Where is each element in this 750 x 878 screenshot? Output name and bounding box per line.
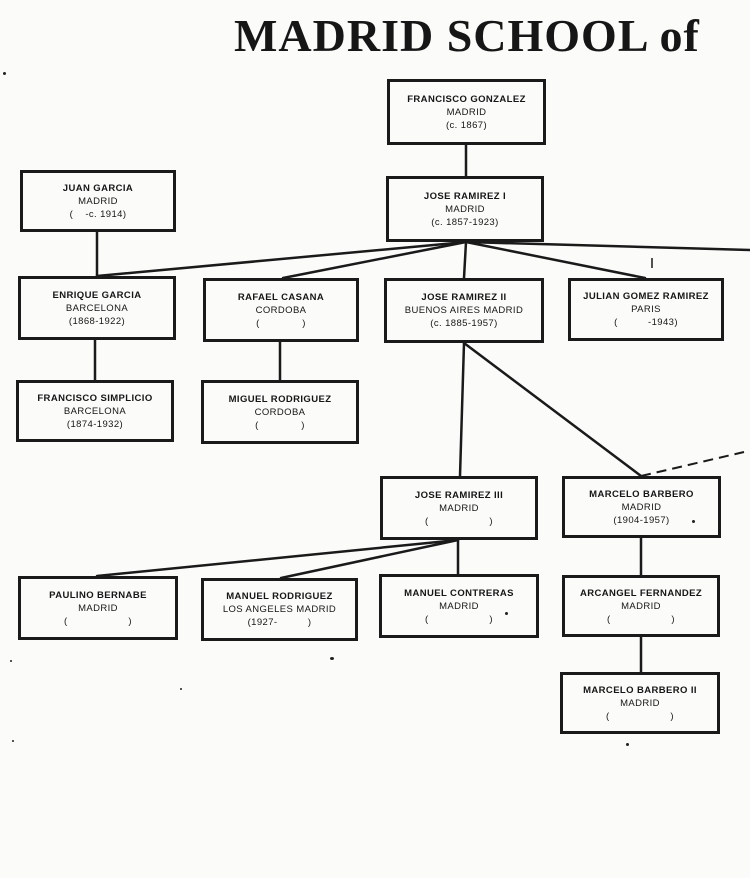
node-marcelo-barbero-2: MARCELO BARBERO II MADRID ( ) [560, 672, 720, 734]
node-dates: (1874-1932) [66, 418, 124, 430]
node-name: JOSE RAMIREZ I [423, 190, 507, 202]
node-dates: (1904-1957) [613, 514, 670, 526]
node-rafael-casana: RAFAEL CASANA CORDOBA ( ) [203, 278, 359, 342]
edge-ramirez2-barbero [462, 341, 643, 478]
node-place: CORDOBA [255, 304, 307, 316]
node-place: MADRID [445, 203, 485, 215]
node-place: MADRID [78, 602, 118, 614]
node-dates: (c. 1885-1957) [430, 318, 498, 329]
node-dates: ( ) [255, 419, 305, 431]
node-dates: ( ) [606, 710, 674, 722]
scan-speck [10, 660, 12, 662]
node-name: PAULINO BERNABE [49, 589, 147, 601]
node-dates: ( ) [425, 613, 493, 625]
scan-speck [330, 657, 334, 660]
edge-ramirez1-ramirez2 [462, 240, 468, 280]
node-dates: (c. 1857-1923) [431, 216, 499, 228]
node-dates: ( ) [607, 613, 675, 625]
node-marcelo-barbero: MARCELO BARBERO MADRID (1904-1957) [562, 476, 721, 538]
node-place: LOS ANGELES MADRID [222, 604, 337, 615]
node-place: MADRID [439, 600, 479, 612]
node-jose-ramirez-1: JOSE RAMIREZ I MADRID (c. 1857-1923) [386, 176, 544, 242]
node-place: MADRID [621, 501, 662, 513]
scan-speck [180, 688, 182, 690]
scan-speck [692, 520, 695, 523]
diagram-title: MADRID SCHOOL of [234, 10, 700, 61]
node-name: ARCANGEL FERNANDEZ [579, 587, 703, 599]
node-name: MARCELO BARBERO [589, 488, 694, 500]
node-manuel-contreras: MANUEL CONTRERAS MADRID ( ) [379, 574, 539, 638]
node-dates: (1868-1922) [68, 315, 126, 327]
node-dates: ( -1943) [614, 317, 678, 328]
node-jose-ramirez-3: JOSE RAMIREZ III MADRID ( ) [380, 476, 538, 540]
node-enrique-garcia: ENRIQUE GARCIA BARCELONA (1868-1922) [18, 276, 176, 340]
node-dates: ( ) [256, 317, 306, 329]
node-name: JOSE RAMIREZ II [421, 292, 507, 303]
edge-ramirez1-offpage [464, 240, 750, 252]
node-name: MANUEL CONTRERAS [404, 587, 514, 599]
node-name: RAFAEL CASANA [237, 291, 325, 303]
node-dates: (c. 1867) [445, 119, 488, 131]
node-juan-garcia: JUAN GARCIA MADRID ( -c. 1914) [20, 170, 176, 232]
scan-speck [505, 612, 508, 615]
node-name: FRANCISCO SIMPLICIO [37, 392, 153, 404]
node-julian-gomez-ramirez: JULIAN GOMEZ RAMIREZ PARIS ( -1943) [568, 278, 724, 341]
node-name: MIGUEL RODRIGUEZ [228, 393, 332, 405]
edge-ramirez1-enrique [95, 240, 468, 278]
node-dates: ( ) [64, 615, 132, 627]
node-name: MARCELO BARBERO II [583, 684, 697, 696]
node-place: MADRID [621, 600, 661, 612]
node-dates: (1927- ) [247, 617, 312, 628]
node-name: JOSE RAMIREZ III [414, 489, 504, 501]
node-francisco-simplicio: FRANCISCO SIMPLICIO BARCELONA (1874-1932… [16, 380, 174, 442]
node-jose-ramirez-2: JOSE RAMIREZ II BUENOS AIRES MADRID (c. … [384, 278, 544, 343]
node-place: CORDOBA [254, 406, 306, 418]
node-place: PARIS [631, 304, 661, 315]
edge-ramirez3-bernabe [95, 538, 460, 578]
node-francisco-gonzalez: FRANCISCO GONZALEZ MADRID (c. 1867) [387, 79, 546, 145]
scan-speck [3, 72, 6, 75]
edge-ramirez1-casana [281, 240, 468, 280]
scan-speck [12, 740, 14, 742]
node-name: JULIAN GOMEZ RAMIREZ [583, 291, 709, 302]
edge-ramirez2-ramirez3 [458, 341, 466, 478]
node-place: MADRID [620, 697, 660, 709]
edge-ramirez3-manuelrodriguez [279, 538, 460, 580]
edge-ramirez1-gomez [464, 240, 647, 280]
node-place: MADRID [446, 106, 487, 118]
scan-speck [626, 743, 629, 746]
node-place: BARCELONA [65, 302, 129, 314]
node-paulino-bernabe: PAULINO BERNABE MADRID ( ) [18, 576, 178, 640]
node-place: BARCELONA [63, 405, 127, 417]
node-place: BUENOS AIRES MADRID [404, 305, 524, 316]
node-dates: ( ) [425, 515, 493, 527]
node-name: FRANCISCO GONZALEZ [407, 93, 526, 105]
edge-barbero-offpage [640, 451, 745, 477]
node-manuel-rodriguez: MANUEL RODRIGUEZ LOS ANGELES MADRID (192… [201, 578, 358, 641]
node-arcangel-fernandez: ARCANGEL FERNANDEZ MADRID ( ) [562, 575, 720, 637]
node-dates: ( -c. 1914) [69, 208, 127, 220]
node-name: JUAN GARCIA [62, 182, 134, 194]
node-miguel-rodriguez: MIGUEL RODRIGUEZ CORDOBA ( ) [201, 380, 359, 444]
node-name: ENRIQUE GARCIA [52, 289, 142, 301]
node-name: MANUEL RODRIGUEZ [226, 591, 333, 602]
node-place: MADRID [439, 502, 479, 514]
node-place: MADRID [78, 195, 118, 207]
